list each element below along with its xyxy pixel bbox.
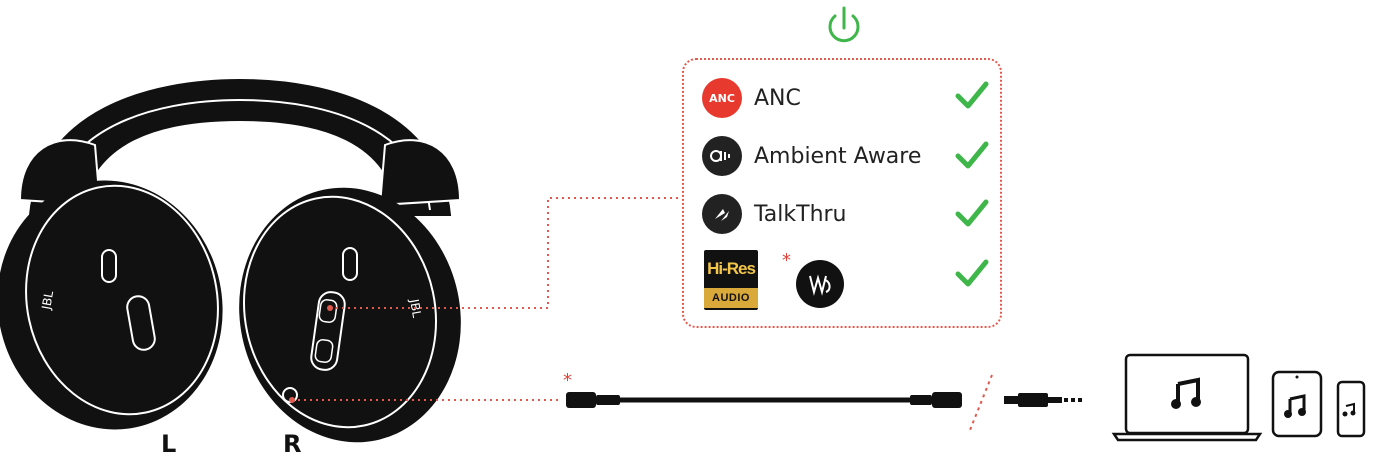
anc-icon: ANC — [702, 78, 742, 118]
connector-button-to-box — [330, 197, 682, 309]
ldac-icon — [796, 260, 844, 308]
check-icon-talkthru — [955, 199, 989, 227]
tablet-icon — [1271, 370, 1323, 438]
usb-c-cable — [566, 392, 962, 408]
feature-row-talkthru: TalkThru — [702, 194, 847, 234]
left-logo: JBL — [39, 290, 56, 312]
right-button-panel — [310, 291, 346, 371]
anc-badge-text: ANC — [709, 91, 735, 105]
feature-panel: ANC ANC Ambient Aware TalkThru Hi-Res AU… — [682, 58, 1002, 328]
audio-jack-cable — [1004, 393, 1082, 407]
check-icon-anc — [955, 81, 989, 109]
right-slider — [378, 139, 462, 207]
laptop-icon — [1111, 353, 1263, 442]
music-note-icon — [1342, 402, 1356, 417]
right-ear-label: R — [283, 430, 302, 458]
left-earcup: JBL — [0, 180, 223, 430]
left-button-long — [126, 295, 156, 351]
right-earcup: JBL — [239, 187, 461, 443]
cable-separator — [969, 374, 993, 431]
right-button-top — [342, 247, 358, 281]
music-note-icon — [1284, 394, 1306, 418]
music-note-icon — [1171, 377, 1201, 409]
asterisk-cable: * — [563, 370, 572, 391]
left-button-top — [101, 249, 117, 283]
check-icon-ambient — [955, 141, 989, 169]
ambient-aware-icon — [702, 136, 742, 176]
hires-audio-logo: Hi-Res AUDIO — [704, 250, 758, 310]
phone-icon — [1336, 380, 1366, 438]
feature-label-talkthru: TalkThru — [754, 201, 847, 227]
power-icon — [828, 6, 860, 43]
feature-row-anc: ANC ANC — [702, 78, 801, 118]
talkthru-icon — [702, 194, 742, 234]
left-ear-label: L — [161, 430, 177, 458]
check-icon-hires — [955, 259, 989, 287]
asterisk-ldac: * — [782, 250, 791, 271]
feature-label-ambient-aware: Ambient Aware — [754, 143, 922, 169]
headband — [28, 78, 452, 216]
feature-label-anc: ANC — [754, 85, 801, 111]
feature-row-ambient-aware: Ambient Aware — [702, 136, 921, 176]
